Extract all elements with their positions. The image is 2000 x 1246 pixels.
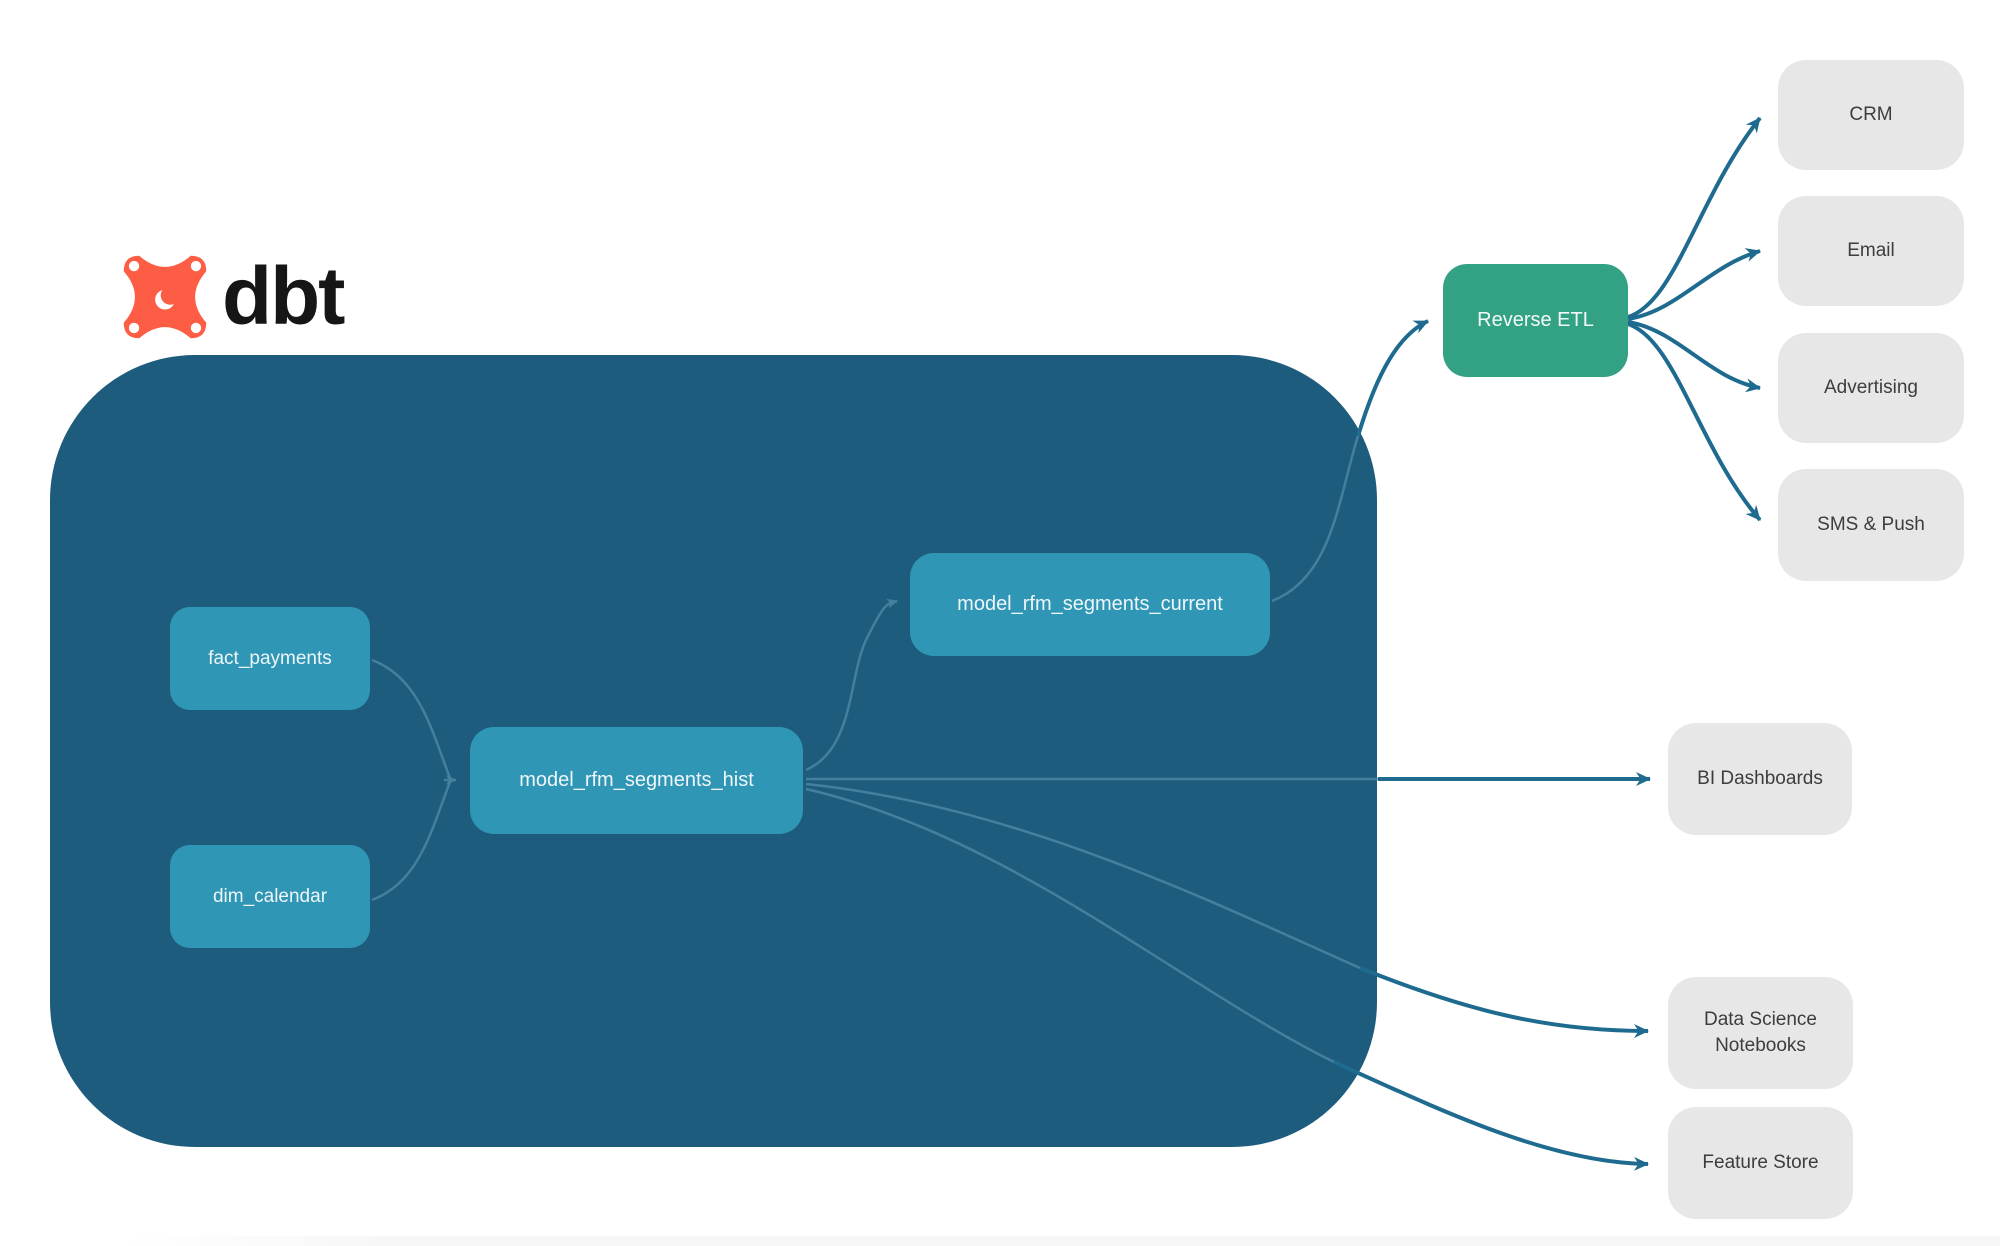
dest-crm[interactable]: CRM (1778, 60, 1964, 170)
edge-etl-to-email (1627, 248, 1761, 321)
dest-data-science-notebooks[interactable]: Data Science Notebooks (1668, 977, 1853, 1089)
dest-label: CRM (1849, 104, 1893, 126)
edge-hist-to-ds (1359, 966, 1649, 1038)
dest-label: Advertising (1824, 377, 1918, 399)
edge-etl-to-crm (1627, 116, 1762, 319)
node-model-rfm-segments-current[interactable]: model_rfm_segments_current (910, 553, 1270, 656)
node-label: dim_calendar (212, 885, 328, 907)
node-fact-payments[interactable]: fact_payments (170, 607, 370, 710)
dest-label: Data Science Notebooks (1703, 1009, 1817, 1056)
node-label: model_rfm_segments_current (957, 593, 1223, 615)
node-label: fact_payments (208, 647, 332, 669)
node-reverse-etl[interactable]: Reverse ETL (1443, 264, 1628, 377)
bottom-edge-strip (0, 1236, 2000, 1246)
node-dim-calendar[interactable]: dim_calendar (170, 845, 370, 948)
dest-label: Email (1847, 240, 1895, 262)
dest-label: BI Dashboards (1697, 768, 1823, 790)
edge-etl-to-advertising (1627, 320, 1761, 393)
dbt-logo-icon (123, 255, 207, 339)
dest-email[interactable]: Email (1778, 196, 1964, 306)
dbt-logo-text: dbt (222, 251, 345, 342)
dest-feature-store[interactable]: Feature Store (1668, 1107, 1853, 1219)
dest-label: Feature Store (1702, 1152, 1819, 1174)
dest-bi-dashboards[interactable]: BI Dashboards (1668, 723, 1852, 835)
dest-sms-push[interactable]: SMS & Push (1778, 469, 1964, 581)
edge-hist-to-fs (1333, 1060, 1649, 1171)
dest-label: SMS & Push (1817, 514, 1925, 536)
node-model-rfm-segments-hist[interactable]: model_rfm_segments_hist (470, 727, 803, 834)
dest-advertising[interactable]: Advertising (1778, 333, 1964, 443)
node-label: Reverse ETL (1477, 309, 1594, 331)
edge-etl-to-sms (1627, 322, 1762, 522)
dbt-logo: dbt (122, 251, 345, 342)
node-label: model_rfm_segments_hist (519, 769, 754, 791)
edge-current-to-etl (1356, 319, 1429, 437)
